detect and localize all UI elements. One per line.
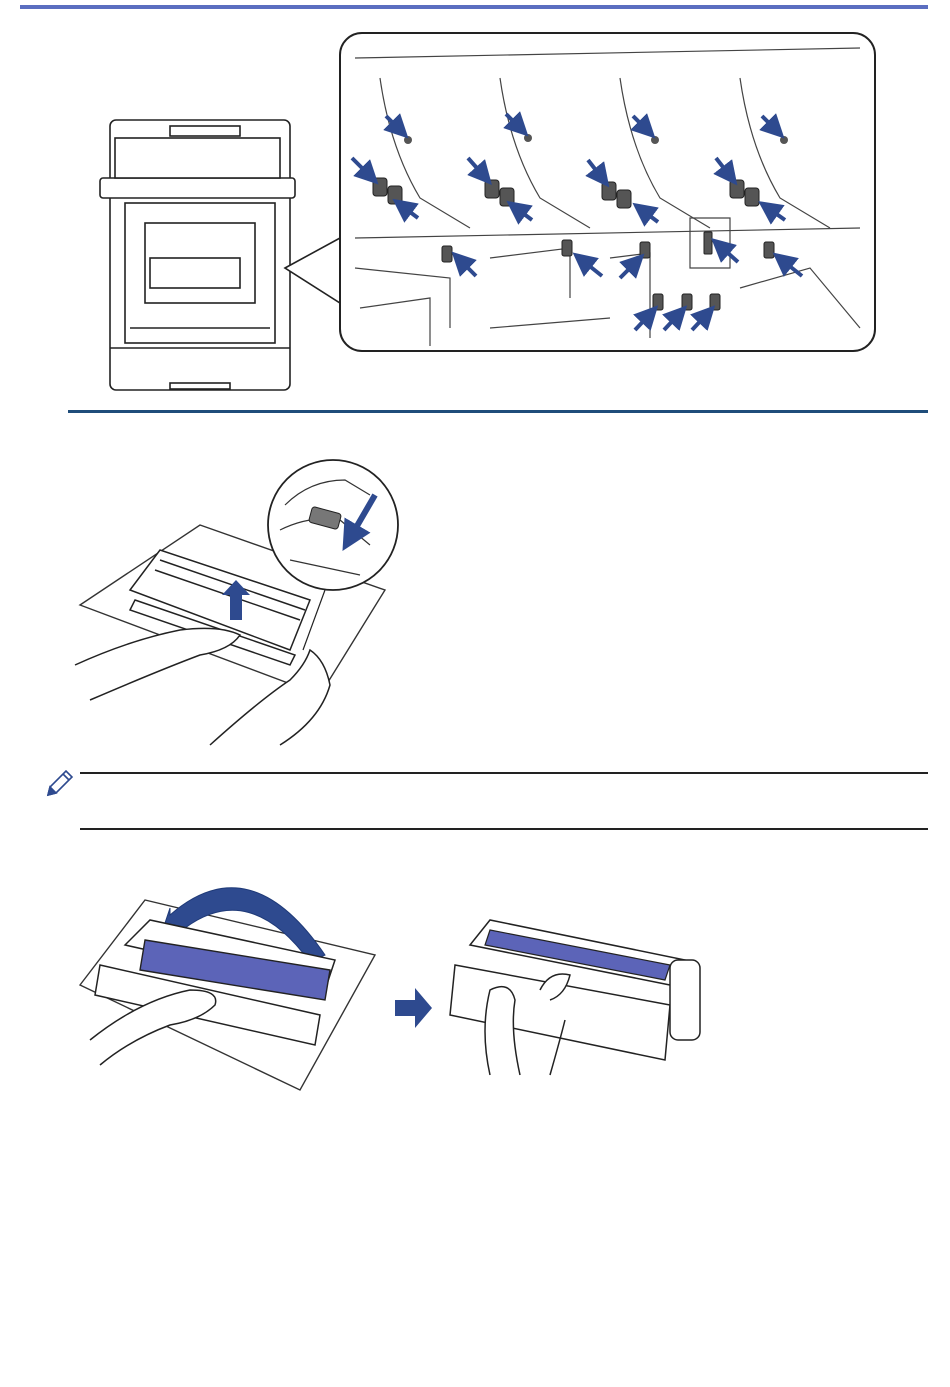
header-rule xyxy=(20,5,928,9)
note-text xyxy=(84,782,924,818)
remove-drum-from-toner xyxy=(70,450,410,750)
section-rule xyxy=(68,410,928,413)
pencil-icon xyxy=(42,767,76,801)
note-top-rule xyxy=(80,772,928,774)
printer-drum-area-callout xyxy=(90,28,890,400)
note-bottom-rule xyxy=(80,828,928,830)
clean-drum-surface xyxy=(70,860,720,1095)
